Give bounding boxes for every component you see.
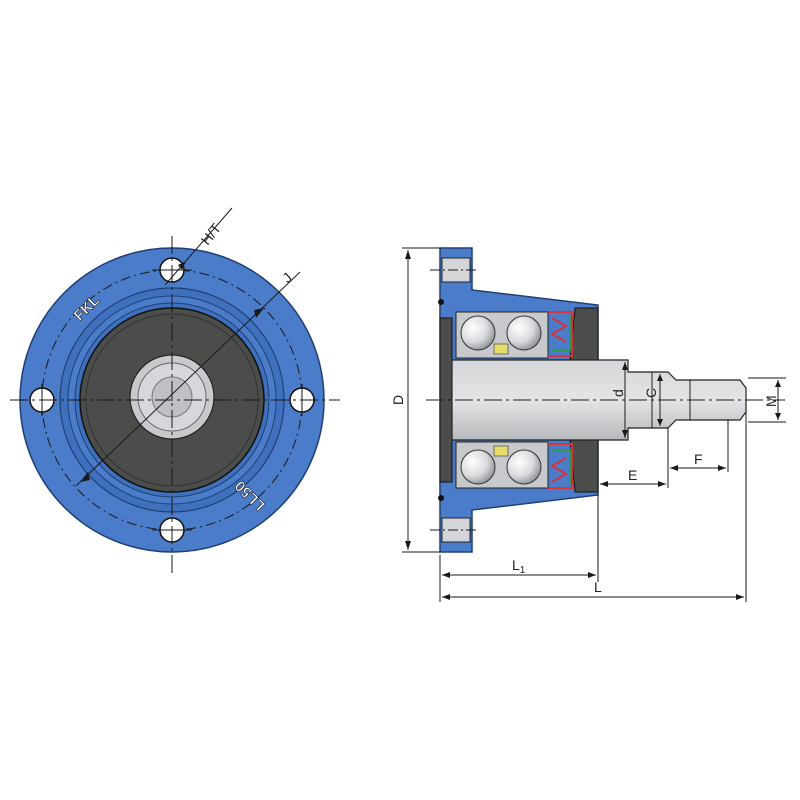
o-ring-lower (438, 495, 444, 501)
dim-label-length-l1: L1 (512, 557, 526, 576)
seal-lips-upper (548, 311, 573, 357)
ball-upper-a (460, 315, 496, 351)
bolt-circle-arrow-a (80, 472, 90, 482)
dim-label-length-f: F (694, 451, 703, 467)
cage-lower (493, 445, 509, 457)
ball-lower-b (506, 449, 542, 485)
outer-seal-lower (569, 439, 599, 493)
bolt-circle-arrow-b (254, 308, 264, 318)
ball-upper-b (506, 315, 542, 351)
dim-label-flange-diameter: D (390, 395, 406, 405)
o-ring-upper (438, 299, 444, 305)
dim-label-length-e: E (628, 467, 637, 483)
seal-lips-lower (548, 443, 573, 489)
outer-seal-upper (569, 307, 599, 361)
ball-lower-a (460, 449, 496, 485)
dimensions (402, 247, 786, 602)
cage-upper (493, 343, 509, 355)
dim-label-shaft-diameter: C (643, 388, 659, 398)
front-view: H/T J FKL LL50 (10, 207, 340, 575)
bolt-hole-leader (164, 207, 233, 286)
bolt-circle-label: J (279, 269, 295, 286)
dim-label-bore-diameter: d (610, 389, 626, 397)
dim-label-overall-length: L (594, 579, 602, 595)
bolt-hole-leader-arrow (178, 261, 186, 270)
dimension-arrows (405, 250, 781, 600)
bolt-circle-diameter-line (75, 271, 301, 487)
side-view (426, 247, 785, 553)
dim-label-length-l1-subscript: 1 (520, 565, 526, 576)
dim-label-thread-diameter: M (763, 395, 779, 407)
